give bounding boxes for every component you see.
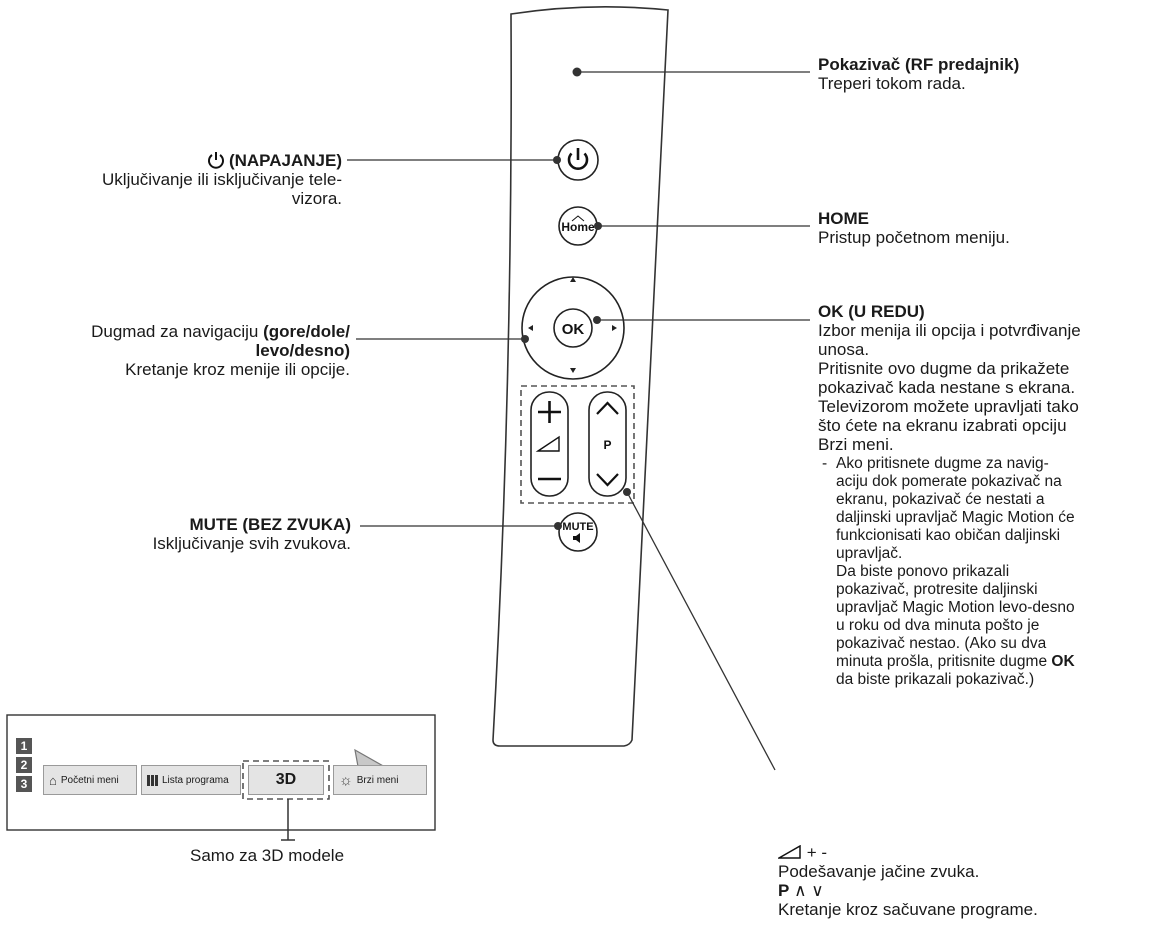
nav-title-pre: Dugmad za navigaciju [91,322,264,341]
ok-note-line: upravljač Magic Motion levo-desno [836,599,1075,616]
power-desc-line1: Uključivanje ili isključivanje tele- [102,170,342,189]
nav-left-arrow [528,325,533,331]
home-button-label: Home [561,220,595,234]
volume-icon [776,844,802,859]
grid-icon [147,774,158,786]
ok-line: Brzi meni. [818,435,894,454]
quick-menu-button[interactable]: ☼ Brzi meni [333,765,427,795]
mute-title: MUTE (BEZ ZVUKA) [189,515,351,534]
nav-callout: Dugmad za navigaciju (gore/dole/ levo/de… [0,322,350,379]
nav-up-arrow [570,277,576,282]
pointer-desc: Treperi tokom rada. [818,74,966,93]
ok-note-line: Ako pritisnete dugme za navig- [836,455,1049,472]
ok-note-line: funkcionisati kao običan daljinski [836,527,1061,544]
power-title: (NAPAJANJE) [228,151,342,170]
pointer-title: Pokazivač (RF predajnik) [818,55,1020,74]
volume-desc: Podešavanje jačine zvuka. [778,862,980,881]
ok-line: unosa. [818,340,870,359]
mute-desc: Isključivanje svih zvukova. [152,534,351,553]
ok-note-line: pokazivač, protresite daljinski [836,581,1038,598]
channel-list-button[interactable]: Lista programa [141,765,241,795]
ok-line: pokazivač kada nestane s ekrana. [818,378,1076,397]
volume-program-frame [520,385,635,504]
ok-callout: OK (U REDU) Izbor menija ili opcija i po… [818,302,1153,689]
home-menu-button[interactable]: ⌂ Početni meni [43,765,137,795]
nav-right-arrow [612,325,617,331]
volume-program-callout: + - Podešavanje jačine zvuka. P ∧ ∨ Kret… [776,843,1038,919]
power-desc-line2: vizora. [291,189,342,208]
ok-note-line: Da biste ponovo prikazali [836,563,1010,580]
ok-note-line: aciju dok pomerate pokazivač na [836,473,1062,490]
3d-label: 3D [275,771,297,788]
ok-note-line: pokazivač nestao. (Ako su dva [836,635,1047,652]
channel-list-label: Lista programa [162,774,229,786]
ok-line: Pritisnite ovo dugme da prikažete [818,359,1070,378]
volume-rocker[interactable] [530,391,569,497]
program-rocker[interactable]: P [588,391,627,497]
ok-note-line: ekranu, pokazivač će nestati a [836,491,1045,508]
ok-note: - Ako pritisnete dugme za navig- aciju d… [818,455,1153,689]
ok-line: Televizorom možete upravljati tako [818,397,1079,416]
ok-note-line: minuta prošla, pritisnite dugme OK [836,653,1153,671]
pointer-callout: Pokazivač (RF predajnik) Treperi tokom r… [818,55,1019,93]
program-symbols: ∧ ∨ [794,881,824,900]
power-callout: (NAPAJANJE) Uključivanje ili isključivan… [60,151,342,208]
home-callout: HOME Pristup početnom meniju. [818,209,1010,247]
channel-number: 3 [16,776,32,792]
program-title: P [778,881,790,900]
home-title: HOME [818,209,869,228]
nav-desc: Kretanje kroz menije ili opcije. [125,360,350,379]
ok-title: OK (U REDU) [818,302,925,321]
ok-note-line: upravljač. [836,545,903,562]
home-desc: Pristup početnom meniju. [818,228,1010,247]
settings-sun-icon: ☼ [339,771,353,789]
mute-button-label: MUTE [562,521,593,533]
ok-note-last-pre: minuta prošla, pritisnite dugme [836,653,1052,670]
volume-symbol-suffix: + - [806,843,828,862]
house-icon: ⌂ [49,772,57,788]
mute-callout: MUTE (BEZ ZVUKA) Isključivanje svih zvuk… [60,515,351,553]
ok-note-line: daljinski upravljač Magic Motion će [836,509,1075,526]
home-menu-label: Početni meni [60,774,119,786]
quick-menu-label: Brzi meni [356,774,399,786]
ok-line: što ćete na ekranu izabrati opciju [818,416,1067,435]
3d-highlight-frame [242,760,330,800]
volume-leader [626,491,776,771]
channel-number: 2 [16,757,32,773]
nav-down-arrow [570,368,576,373]
ok-note-dash: - [822,455,828,472]
ok-line: Izbor menija ili opcija i potvrđivanje [818,321,1081,340]
program-desc: Kretanje kroz sačuvane programe. [778,900,1038,919]
ok-button[interactable]: OK [553,308,593,348]
program-label: P [603,438,611,452]
3d-button[interactable]: 3D [248,765,324,795]
3d-caption: Samo za 3D modele [190,846,345,865]
ok-button-label: OK [562,321,585,338]
mute-button[interactable]: MUTE [558,512,598,552]
ok-note-last-bold: OK [1051,653,1075,670]
ok-note-line: u roku od dva minuta pošto je [836,617,1040,634]
ok-note-final: da biste prikazali pokazivač.) [836,671,1035,688]
channel-number: 1 [16,738,32,754]
power-button[interactable] [557,139,599,181]
power-icon [207,151,225,169]
nav-title-bold: (gore/dole/ [263,322,350,341]
nav-title-bold2: levo/desno) [255,341,350,360]
home-button[interactable]: Home [558,206,598,246]
